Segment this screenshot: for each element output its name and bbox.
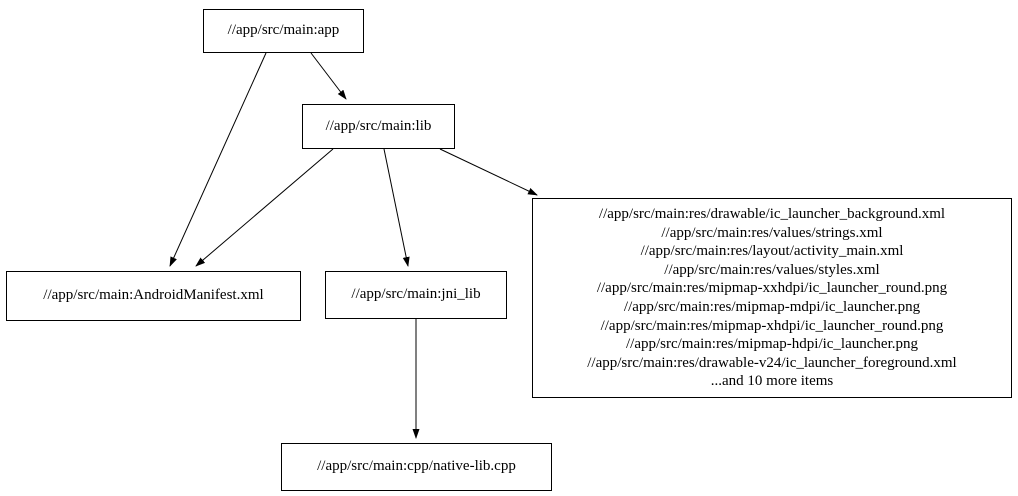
node-resources: //app/src/main:res/drawable/ic_launcher_… [532, 198, 1012, 398]
node-resources-line: //app/src/main:res/values/styles.xml [664, 261, 880, 278]
node-resources-line: //app/src/main:res/drawable/ic_launcher_… [598, 206, 946, 223]
node-native-lib-cpp-label: //app/src/main:cpp/native-lib.cpp [317, 458, 516, 475]
node-resources-line: //app/src/main:res/mipmap-mdpi/ic_launch… [623, 299, 921, 315]
node-native-lib-cpp: //app/src/main:cpp/native-lib.cpp [281, 443, 552, 491]
node-jni-lib-label: //app/src/main:jni_lib [351, 286, 481, 303]
edge-lib-to-jni-lib [383, 148, 410, 267]
node-resources-line: //app/src/main:res/values/strings.xml [661, 224, 883, 241]
node-app-label: //app/src/main:app [227, 22, 340, 39]
edge-app-to-android-manifest [169, 52, 267, 267]
node-resources-line: ...and 10 more items [710, 373, 834, 390]
node-resources-line: //app/src/main:res/drawable-v24/ic_launc… [587, 354, 957, 371]
node-resources-line: //app/src/main:res/mipmap-hdpi/ic_launch… [625, 336, 918, 353]
edge-lib-to-android-manifest [195, 148, 334, 267]
node-lib-label: //app/src/main:lib [325, 117, 432, 134]
node-jni-lib: //app/src/main:jni_lib [325, 271, 507, 319]
node-resources-line: //app/src/main:res/layout/activity_main.… [640, 243, 904, 260]
node-lib: //app/src/main:lib [302, 104, 455, 149]
node-android-manifest: //app/src/main:AndroidManifest.xml [6, 271, 301, 321]
node-resources-line: //app/src/main:res/mipmap-xxhdpi/ic_laun… [596, 280, 948, 297]
edge-lib-to-resources [439, 148, 538, 196]
node-resources-line: //app/src/main:res/mipmap-xhdpi/ic_launc… [600, 317, 944, 334]
node-app: //app/src/main:app [203, 9, 364, 53]
edge-app-to-lib [310, 52, 347, 100]
node-android-manifest-label: //app/src/main:AndroidManifest.xml [43, 287, 264, 304]
